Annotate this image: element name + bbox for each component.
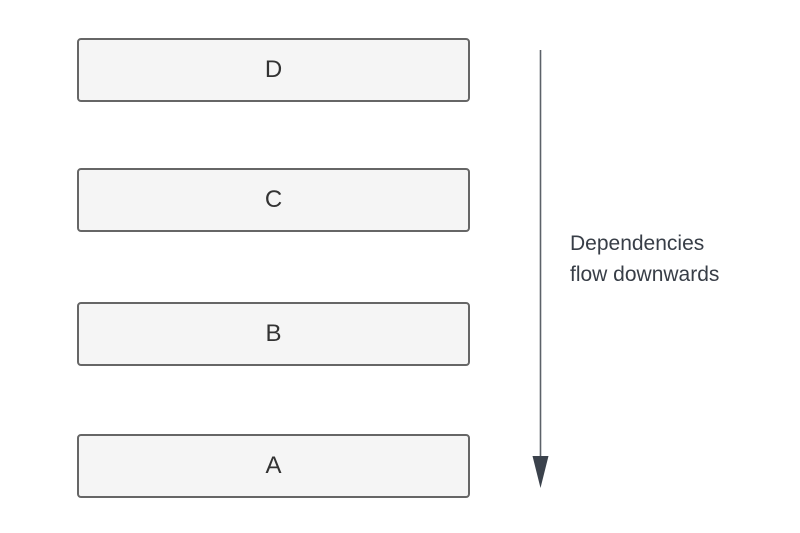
arrow-label-line2: flow downwards	[570, 263, 720, 286]
node-b: B	[77, 302, 470, 366]
node-b-label: B	[265, 320, 282, 347]
node-c: C	[77, 168, 470, 232]
node-d-label: D	[264, 56, 283, 83]
arrow-label-line1: Dependencies	[570, 232, 705, 255]
arrow-head	[532, 456, 549, 488]
node-a: A	[77, 434, 470, 498]
down-arrow-icon	[532, 50, 549, 488]
node-a-label: A	[265, 452, 282, 479]
node-c-label: C	[264, 186, 283, 213]
arrow-label: Dependencies flow downwards	[570, 228, 719, 290]
node-d: D	[77, 38, 470, 102]
